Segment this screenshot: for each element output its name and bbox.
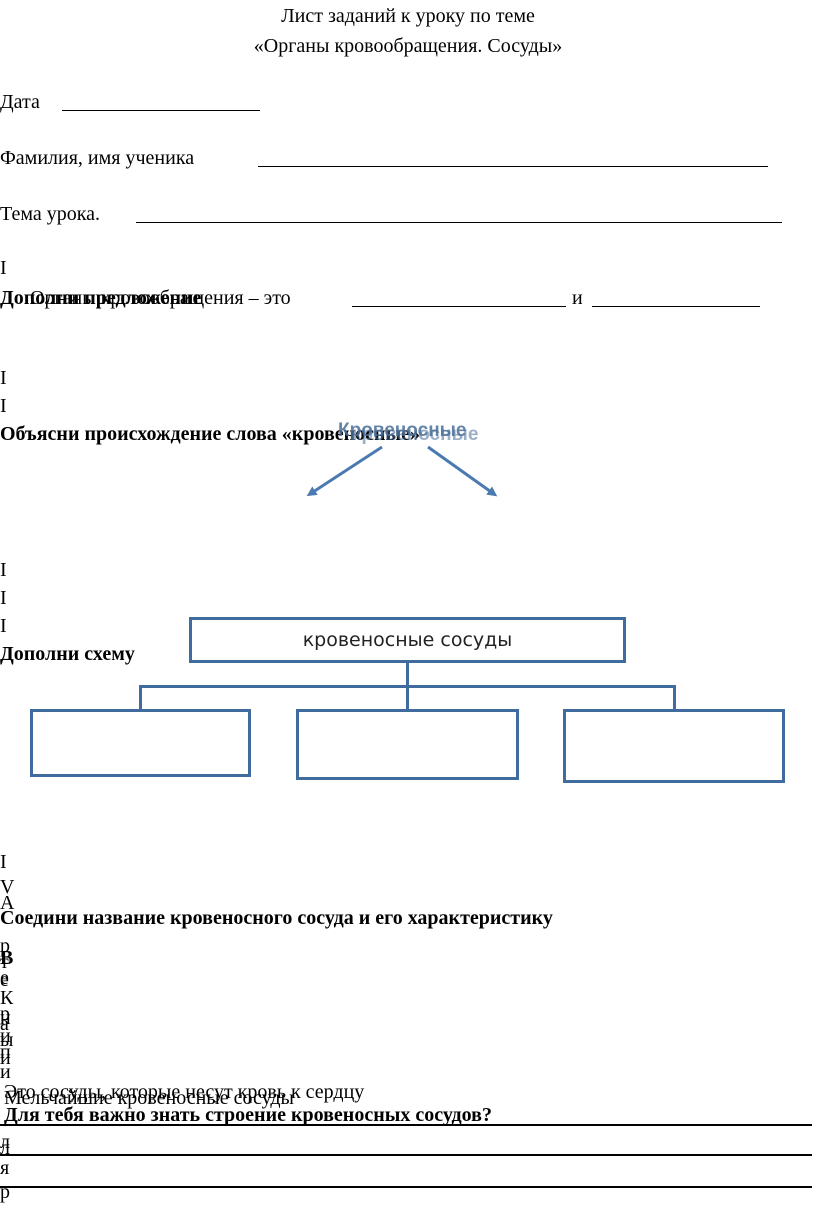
scheme-empty-box-3[interactable]	[563, 709, 785, 783]
task2-number-a: I	[0, 367, 7, 389]
task4-title: Соедини название кровеносного сосуда и е…	[0, 907, 553, 929]
scheme-top-box: кровеносные сосуды	[189, 617, 626, 663]
name-label: Фамилия, имя ученика	[0, 147, 195, 169]
vertical-letter: т	[0, 951, 9, 973]
arrow-right	[427, 445, 498, 497]
task3-number-c: I	[0, 615, 7, 637]
diagram-word-b: кровеносные	[352, 424, 479, 445]
characteristic-line-b: Мельчайшие кровеносные сосуды	[4, 1087, 294, 1109]
task1-number: I	[0, 257, 7, 279]
scheme-top-box-label: кровеносные сосуды	[302, 629, 513, 651]
vertical-letter-c: р	[0, 1181, 10, 1203]
scheme-connector-middle	[406, 685, 409, 710]
task2-number-b: I	[0, 395, 7, 417]
characteristic-line-a: Это сосуды, которые несут кровь к сердцу	[4, 1081, 365, 1103]
task1-blank-1[interactable]	[352, 306, 566, 307]
task1-sentence-start: Органы кровообращения – это	[30, 287, 291, 309]
question-line: Для тебя важно знать строение кровеносны…	[4, 1104, 492, 1126]
answer-line-3[interactable]	[0, 1186, 812, 1188]
scheme-empty-box-1[interactable]	[30, 709, 251, 777]
vertical-letter-c: л	[0, 1131, 10, 1153]
task1-blank-2[interactable]	[592, 306, 760, 307]
scheme-connector-right	[673, 685, 676, 710]
vertical-letter-c: и	[0, 1061, 11, 1083]
vertical-letter: А	[0, 892, 15, 914]
header-line-1: Лист заданий к уроку по теме	[281, 5, 535, 27]
vertical-letter: и	[0, 1047, 11, 1069]
task1-title: Дополни предложение	[0, 287, 202, 309]
vertical-letter-c: п	[0, 1041, 11, 1063]
vertical-letter: е	[0, 967, 9, 989]
vertical-letter-b: ы	[0, 1029, 14, 1051]
arrow-left	[306, 445, 383, 497]
vertical-letter-c: К	[0, 987, 14, 1009]
header-line-2: «Органы кровообращения. Сосуды»	[253, 35, 563, 57]
topic-field[interactable]	[136, 222, 782, 223]
scheme-connector-vertical	[406, 663, 409, 687]
task3-number-b: I	[0, 587, 7, 609]
vertical-letter: р	[0, 1003, 10, 1025]
vertical-letter: и	[0, 1025, 11, 1047]
task1-and: и	[572, 287, 583, 309]
vertical-letter: р	[0, 935, 10, 957]
vertical-letter-c: л	[0, 1137, 10, 1159]
answer-line-1[interactable]	[0, 1124, 812, 1126]
task4-number: I	[0, 851, 7, 873]
vertical-letter-b: В	[0, 947, 14, 969]
topic-label: Тема урока.	[0, 203, 101, 225]
diagram-word-a: Кровеносные	[338, 420, 467, 441]
scheme-connector-left	[139, 685, 142, 710]
vertical-letter-c: я	[0, 1157, 10, 1179]
task2-title: Объясни происхождение слова «кровеносные…	[0, 423, 421, 445]
answer-line-2[interactable]	[0, 1154, 812, 1156]
name-field[interactable]	[258, 166, 768, 167]
vertical-letter: V	[0, 876, 15, 898]
date-field[interactable]	[62, 110, 260, 111]
vertical-letter-c: а	[0, 1013, 9, 1035]
scheme-empty-box-2[interactable]	[296, 709, 519, 780]
vertical-letter-b: е	[0, 969, 9, 991]
task3-number-a: I	[0, 559, 7, 581]
date-label: Дата	[0, 91, 40, 113]
vertical-letter-b: н	[0, 1007, 11, 1029]
task3-title: Дополни схему	[0, 643, 135, 665]
